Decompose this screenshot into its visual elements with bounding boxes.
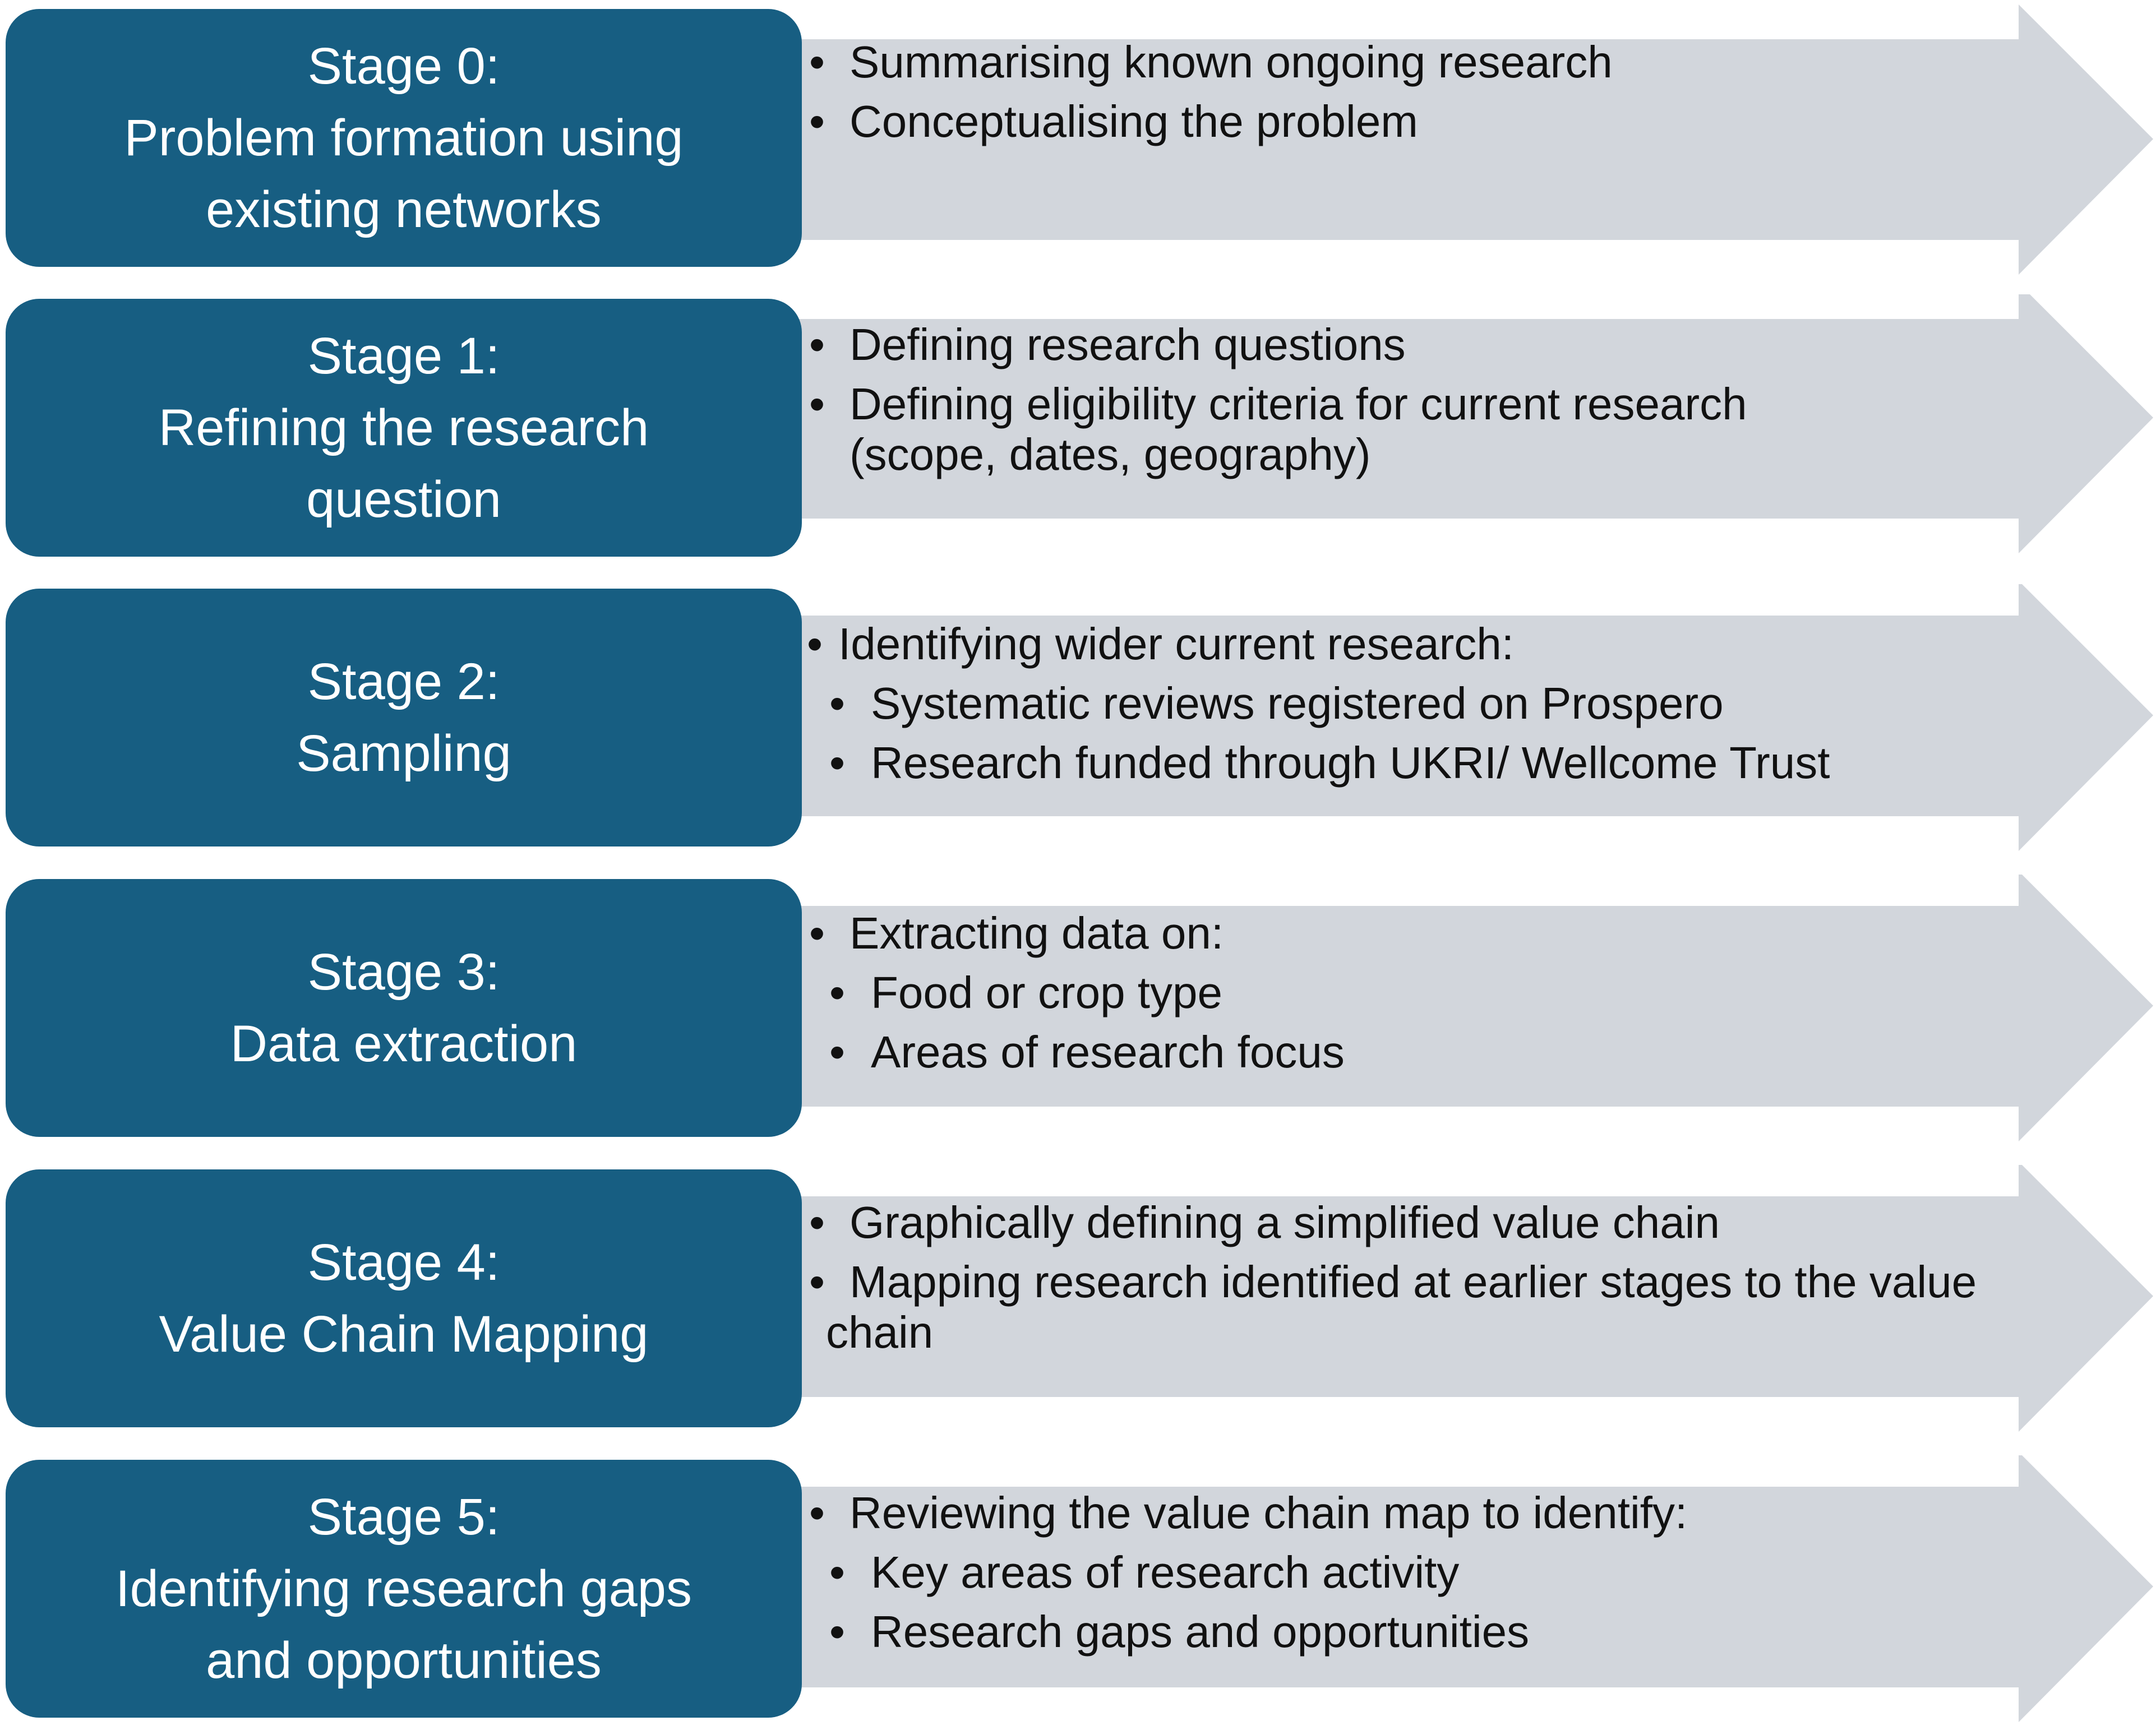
bullet-item: •Food or crop type <box>829 968 1222 1017</box>
bullet-dot-icon: • <box>809 1197 825 1247</box>
stage-subtitle: Value Chain Mapping <box>159 1306 649 1363</box>
bullet-dot-icon: • <box>809 96 825 146</box>
bullet-item: •Research gaps and opportunities <box>829 1607 1530 1657</box>
bullet-item: •Extracting data on: <box>809 908 1224 958</box>
stage-arrow-3 <box>785 875 2153 1141</box>
stage-arrow-2 <box>785 584 2153 851</box>
stage-row-2: Stage 2: Sampling •Identifying wider cur… <box>0 584 2156 859</box>
stage-row-4: Stage 4: Value Chain Mapping •Graphicall… <box>0 1165 2156 1440</box>
stage-box-2: Stage 2: Sampling <box>6 589 802 847</box>
stage-subtitle: and opportunities <box>206 1632 602 1689</box>
stage-arrow-1 <box>785 294 2153 553</box>
bullet-dot-icon: • <box>809 908 825 958</box>
bullet-dot-icon: • <box>829 1547 846 1597</box>
stage-subtitle: Problem formation using <box>124 109 684 166</box>
bullet-item: •Mapping research identified at earlier … <box>809 1257 1977 1357</box>
stage-bullets-2: •Identifying wider current research: •Sy… <box>805 619 2038 797</box>
stage-box-5: Stage 5: Identifying research gaps and o… <box>6 1460 802 1718</box>
stage-title: Stage 2: <box>307 653 500 710</box>
bullet-dot-icon: • <box>809 379 825 429</box>
stage-subtitle: Refining the research <box>158 399 649 456</box>
bullet-dot-icon: • <box>807 619 823 669</box>
bullet-item: •Reviewing the value chain map to identi… <box>809 1488 1688 1538</box>
stage-box-0: Stage 0: Problem formation using existin… <box>6 9 802 267</box>
stage-title: Stage 5: <box>307 1488 500 1546</box>
bullet-dot-icon: • <box>809 1488 825 1538</box>
bullet-item: •Conceptualising the problem <box>809 96 1418 146</box>
bullet-dot-icon: • <box>809 1257 825 1307</box>
stage-box-1: Stage 1: Refining the research question <box>6 299 802 557</box>
bullet-dot-icon: • <box>829 968 846 1017</box>
bullet-dot-icon: • <box>829 1027 846 1077</box>
stage-bullets-0: •Summarising known ongoing research •Con… <box>805 37 2038 156</box>
stage-arrow-0 <box>785 4 2153 275</box>
bullet-item: •Identifying wider current research: <box>807 619 1514 669</box>
stage-subtitle: existing networks <box>206 181 602 238</box>
stage-row-1: Stage 1: Refining the research question … <box>0 294 2156 569</box>
stage-arrow-5 <box>785 1455 2153 1722</box>
bullet-item: •Defining research questions <box>809 320 1406 369</box>
stage-subtitle: Sampling <box>296 725 511 782</box>
bullet-item: •Research funded through UKRI/ Wellcome … <box>829 738 1830 788</box>
stage-row-0: Stage 0: Problem formation using existin… <box>0 4 2156 279</box>
bullet-dot-icon: • <box>829 678 846 728</box>
stage-subtitle: Identifying research gaps <box>116 1560 692 1617</box>
stage-arrow-4 <box>785 1165 2153 1432</box>
stage-bullets-1: •Defining research questions •Defining e… <box>805 320 2038 489</box>
stage-row-5: Stage 5: Identifying research gaps and o… <box>0 1455 2156 1730</box>
stage-row-3: Stage 3: Data extraction •Extracting dat… <box>0 875 2156 1149</box>
bullet-item: •Graphically defining a simplified value… <box>809 1197 1720 1247</box>
stage-title: Stage 3: <box>307 943 500 1001</box>
bullet-item: •Defining eligibility criteria for curre… <box>809 379 1747 479</box>
stage-title: Stage 4: <box>307 1234 500 1291</box>
stage-bullets-4: •Graphically defining a simplified value… <box>805 1197 2038 1367</box>
stage-bullets-3: •Extracting data on: •Food or crop type … <box>805 908 2038 1086</box>
stage-box-3: Stage 3: Data extraction <box>6 879 802 1137</box>
bullet-item: •Systematic reviews registered on Prospe… <box>829 678 1724 728</box>
bullet-dot-icon: • <box>809 37 825 87</box>
bullet-item: •Areas of research focus <box>829 1027 1345 1077</box>
bullet-dot-icon: • <box>809 320 825 369</box>
stage-bullets-5: •Reviewing the value chain map to identi… <box>805 1488 2038 1666</box>
stage-subtitle: question <box>306 471 501 528</box>
stage-title: Stage 1: <box>307 327 500 385</box>
stage-subtitle: Data extraction <box>230 1015 578 1072</box>
bullet-dot-icon: • <box>829 1607 846 1657</box>
stage-box-4: Stage 4: Value Chain Mapping <box>6 1169 802 1427</box>
stage-title: Stage 0: <box>307 38 500 95</box>
bullet-dot-icon: • <box>829 738 846 788</box>
bullet-item: •Summarising known ongoing research <box>809 37 1613 87</box>
bullet-item: •Key areas of research activity <box>829 1547 1460 1597</box>
